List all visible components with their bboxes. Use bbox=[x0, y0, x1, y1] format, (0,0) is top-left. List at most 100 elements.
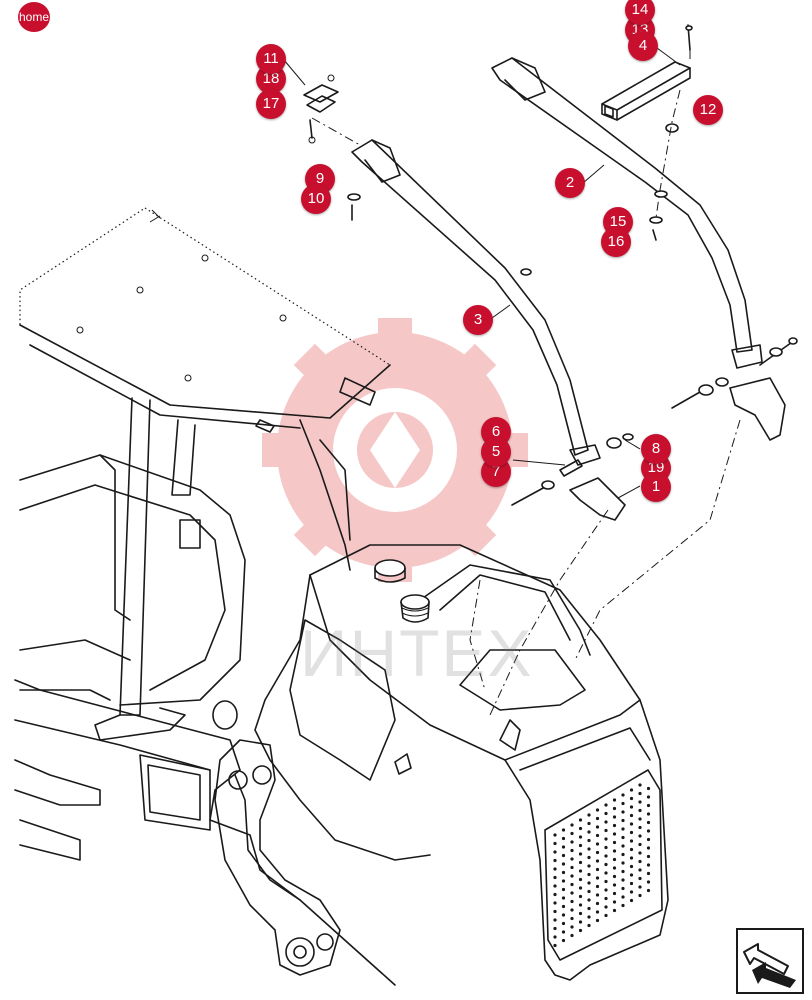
grille-hole bbox=[604, 854, 608, 858]
grille-hole bbox=[595, 893, 600, 897]
grille-hole bbox=[595, 833, 600, 838]
grille-hole bbox=[638, 893, 642, 898]
grille-hole bbox=[629, 864, 634, 869]
grille-hole bbox=[629, 890, 634, 894]
grille-hole bbox=[646, 829, 651, 833]
grille-hole bbox=[570, 865, 574, 870]
chassis-frame bbox=[14, 679, 396, 986]
grille-hole bbox=[638, 859, 642, 864]
grille-hole bbox=[621, 869, 625, 874]
grille-hole bbox=[604, 913, 608, 918]
grille-hole bbox=[570, 848, 574, 853]
grille-hole bbox=[638, 808, 642, 813]
callout-4[interactable]: 4 bbox=[628, 31, 658, 61]
grille-hole bbox=[553, 858, 557, 863]
grille-hole bbox=[604, 862, 608, 867]
grille-hole bbox=[578, 920, 583, 924]
rops-tube-right bbox=[491, 57, 763, 369]
grille-hole bbox=[578, 894, 583, 899]
callout-11[interactable]: 11 bbox=[256, 44, 286, 74]
grille-hole bbox=[604, 896, 608, 901]
grille-hole bbox=[638, 885, 642, 889]
grille-hole bbox=[621, 844, 625, 848]
grille-hole bbox=[570, 840, 574, 844]
grille-hole bbox=[578, 886, 583, 890]
grille-hole bbox=[587, 872, 591, 877]
callout-14[interactable]: 14 bbox=[625, 0, 655, 25]
grille-hole bbox=[629, 898, 634, 903]
grille-hole bbox=[604, 879, 608, 884]
grille-hole bbox=[578, 860, 583, 865]
grille-hole bbox=[587, 915, 591, 919]
grille-hole bbox=[612, 891, 617, 896]
grille-hole bbox=[621, 827, 625, 831]
grille-hole bbox=[561, 870, 566, 875]
home-button[interactable]: home bbox=[18, 2, 50, 32]
grille-hole bbox=[561, 930, 566, 934]
grille-hole bbox=[604, 803, 608, 807]
grille-hole bbox=[595, 816, 600, 821]
watermark-gear-logo bbox=[262, 318, 528, 582]
callout-16[interactable]: 16 bbox=[601, 227, 631, 257]
engine-hood bbox=[254, 544, 669, 981]
callout-3[interactable]: 3 bbox=[463, 305, 493, 335]
callout-8[interactable]: 8 bbox=[641, 434, 671, 464]
callout-2[interactable]: 2 bbox=[555, 168, 585, 198]
grille-hole bbox=[553, 850, 557, 854]
operator-station-frame bbox=[19, 397, 351, 741]
grille-hole bbox=[561, 845, 566, 849]
grille-hole bbox=[621, 895, 625, 899]
callout-10[interactable]: 10 bbox=[301, 184, 331, 214]
grille-hole bbox=[629, 856, 634, 860]
grille-hole bbox=[646, 795, 651, 799]
grille-hole bbox=[621, 886, 625, 891]
grille-hole bbox=[595, 918, 600, 923]
grille-hole bbox=[561, 862, 566, 866]
grille-hole bbox=[638, 842, 642, 847]
callout-1[interactable]: 1 bbox=[641, 472, 671, 502]
grille-hole bbox=[570, 823, 574, 827]
callout-12[interactable]: 12 bbox=[693, 95, 723, 125]
grille-hole bbox=[595, 808, 600, 812]
hood-grille-holes bbox=[553, 783, 651, 948]
grille-hole bbox=[587, 847, 591, 851]
callout-5[interactable]: 5 bbox=[481, 437, 511, 467]
grille-hole bbox=[595, 842, 600, 846]
grille-hole bbox=[561, 853, 566, 858]
grille-hole bbox=[578, 869, 583, 873]
grille-hole bbox=[629, 796, 634, 801]
grille-hole bbox=[587, 830, 591, 834]
grille-hole bbox=[587, 881, 591, 885]
grille-hole bbox=[595, 884, 600, 889]
grille-hole bbox=[587, 864, 591, 868]
next-page-arrow-button[interactable] bbox=[736, 928, 804, 994]
grille-hole bbox=[578, 877, 583, 882]
grille-hole bbox=[621, 801, 625, 806]
grille-hole bbox=[604, 905, 608, 909]
grille-hole bbox=[638, 783, 642, 787]
grille-hole bbox=[621, 878, 625, 882]
grille-hole bbox=[646, 786, 651, 791]
grille-hole bbox=[578, 826, 583, 831]
callout-17[interactable]: 17 bbox=[256, 89, 286, 119]
grille-hole bbox=[561, 887, 566, 892]
next-page-arrow-icon bbox=[743, 943, 796, 988]
grille-hole bbox=[638, 791, 642, 796]
grille-hole bbox=[638, 825, 642, 830]
grille-hole bbox=[561, 938, 566, 943]
grille-hole bbox=[578, 843, 583, 848]
grille-hole bbox=[646, 871, 651, 876]
grille-hole bbox=[612, 823, 617, 828]
grille-hole bbox=[553, 841, 557, 846]
grille-hole bbox=[612, 857, 617, 862]
grille-hole bbox=[553, 875, 557, 880]
grille-hole bbox=[561, 921, 566, 926]
grille-hole bbox=[553, 892, 557, 897]
grille-hole bbox=[604, 845, 608, 850]
grille-hole bbox=[595, 910, 600, 914]
grille-hole bbox=[561, 828, 566, 832]
grille-hole bbox=[595, 876, 600, 880]
loader-arm bbox=[214, 739, 341, 976]
grille-hole bbox=[578, 903, 583, 907]
grille-hole bbox=[646, 880, 651, 884]
